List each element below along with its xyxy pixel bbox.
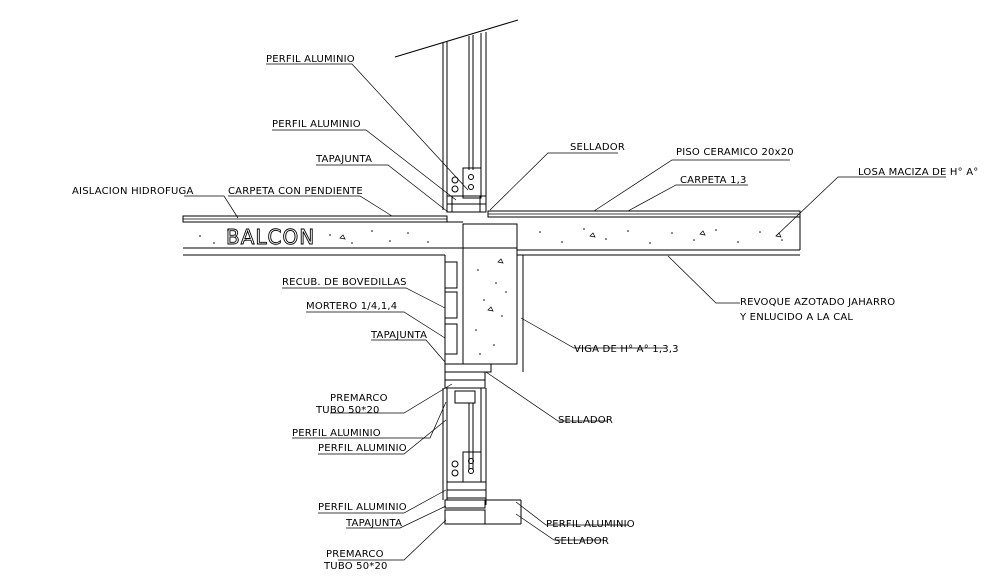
label-balcon: BALCON [226, 225, 315, 249]
label-perfil-aluminio-bot-2: PERFIL ALUMINIO [546, 519, 635, 530]
label-piso-ceramico: PISO CERAMICO 20x20 [676, 147, 794, 158]
upper-window-frame [442, 32, 487, 213]
label-premarco-1b: TUBO 50*20 [315, 405, 380, 416]
labels: PERFIL ALUMINIO PERFIL ALUMINIO TAPAJUNT… [72, 54, 978, 572]
label-tapajunta-mid: TAPAJUNTA [370, 330, 427, 341]
label-tapajunta-bot: TAPAJUNTA [345, 518, 402, 529]
bovedilla-blocks [444, 261, 458, 355]
label-carpeta-con-pendiente: CARPETA CON PENDIENTE [228, 186, 363, 197]
label-aislacion-hidrofuga: AISLACION HIDROFUGA [72, 186, 194, 197]
roof-edge-line [394, 19, 519, 58]
structure [182, 19, 801, 525]
lower-window-frame [444, 451, 522, 525]
label-losa-maciza: LOSA MACIZA DE H° A° [858, 167, 978, 178]
label-tapajunta-top: TAPAJUNTA [315, 154, 372, 165]
label-sellador-bot: SELLADOR [554, 536, 609, 547]
concrete-texture [199, 228, 783, 355]
label-perfil-aluminio-top-2: PERFIL ALUMINIO [272, 119, 361, 130]
label-premarco-2b: TUBO 50*20 [323, 561, 388, 572]
label-perfil-aluminio-top-1: PERFIL ALUMINIO [266, 54, 355, 65]
label-perfil-aluminio-mid-2: PERFIL ALUMINIO [318, 443, 407, 454]
label-revoque-1: REVOQUE AZOTADO JAHARRO [740, 297, 895, 308]
label-perfil-aluminio-bot-1: PERFIL ALUMINIO [318, 502, 407, 513]
label-viga: VIGA DE H° A° 1,3,3 [574, 344, 679, 355]
leader-lines [184, 63, 946, 561]
label-perfil-aluminio-mid-1: PERFIL ALUMINIO [292, 428, 381, 439]
label-premarco-2a: PREMARCO [326, 549, 384, 560]
label-premarco-1a: PREMARCO [330, 393, 388, 404]
concrete-slab [183, 211, 801, 256]
label-sellador-mid: SELLADOR [558, 415, 613, 426]
label-carpeta: CARPETA 1,3 [680, 175, 747, 186]
label-mortero: MORTERO 1/4,1,4 [306, 301, 397, 312]
label-revoque-2: Y ENLUCIDO A LA CAL [739, 312, 853, 323]
label-recub-bovedillas: RECUB. DE BOVEDILLAS [282, 277, 407, 288]
label-sellador-top: SELLADOR [570, 142, 625, 153]
